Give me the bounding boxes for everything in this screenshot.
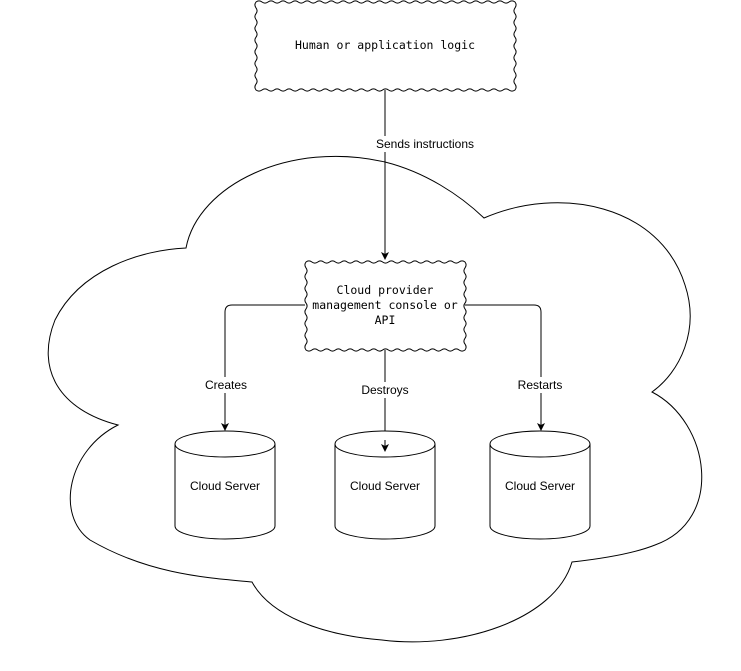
server-1-cylinder — [174, 430, 276, 540]
node-server-3: Cloud Server — [489, 430, 591, 540]
node-console-box — [304, 260, 467, 352]
edge-label-restarts: Restarts — [518, 378, 563, 392]
edge-label-bg-creates — [200, 377, 252, 393]
edge-label-bg-sends — [370, 136, 480, 152]
server-3-cylinder — [489, 430, 591, 540]
edge-label-creates: Creates — [205, 378, 247, 392]
edge-label-destroys: Destroys — [361, 383, 408, 397]
node-human-box — [254, 0, 517, 92]
edge-label-sends-instructions: Sends instructions — [376, 137, 474, 151]
cloud-shape — [47, 155, 703, 643]
node-console-label-line-1: Cloud provider — [337, 283, 434, 297]
node-server-2: Cloud Server — [334, 430, 436, 540]
server-3-cylinder-rim — [489, 443, 591, 458]
edge-creates — [221, 304, 305, 431]
server-1-cylinder-rim — [174, 443, 276, 458]
server-2-cylinder-rim — [334, 443, 436, 458]
node-server-1: Cloud Server — [174, 430, 276, 540]
server-2-label: Cloud Server — [350, 479, 420, 493]
edge-restarts — [465, 304, 545, 431]
edge-label-bg-destroys — [356, 382, 414, 398]
node-human-label: Human or application logic — [295, 38, 475, 52]
server-1-label: Cloud Server — [190, 479, 260, 493]
node-console-label-line-3: API — [375, 313, 396, 327]
server-2-cylinder — [334, 430, 436, 540]
node-console-label-line-2: management console or — [312, 298, 457, 312]
edge-label-bg-restarts — [512, 377, 570, 393]
server-3-label: Cloud Server — [505, 479, 575, 493]
